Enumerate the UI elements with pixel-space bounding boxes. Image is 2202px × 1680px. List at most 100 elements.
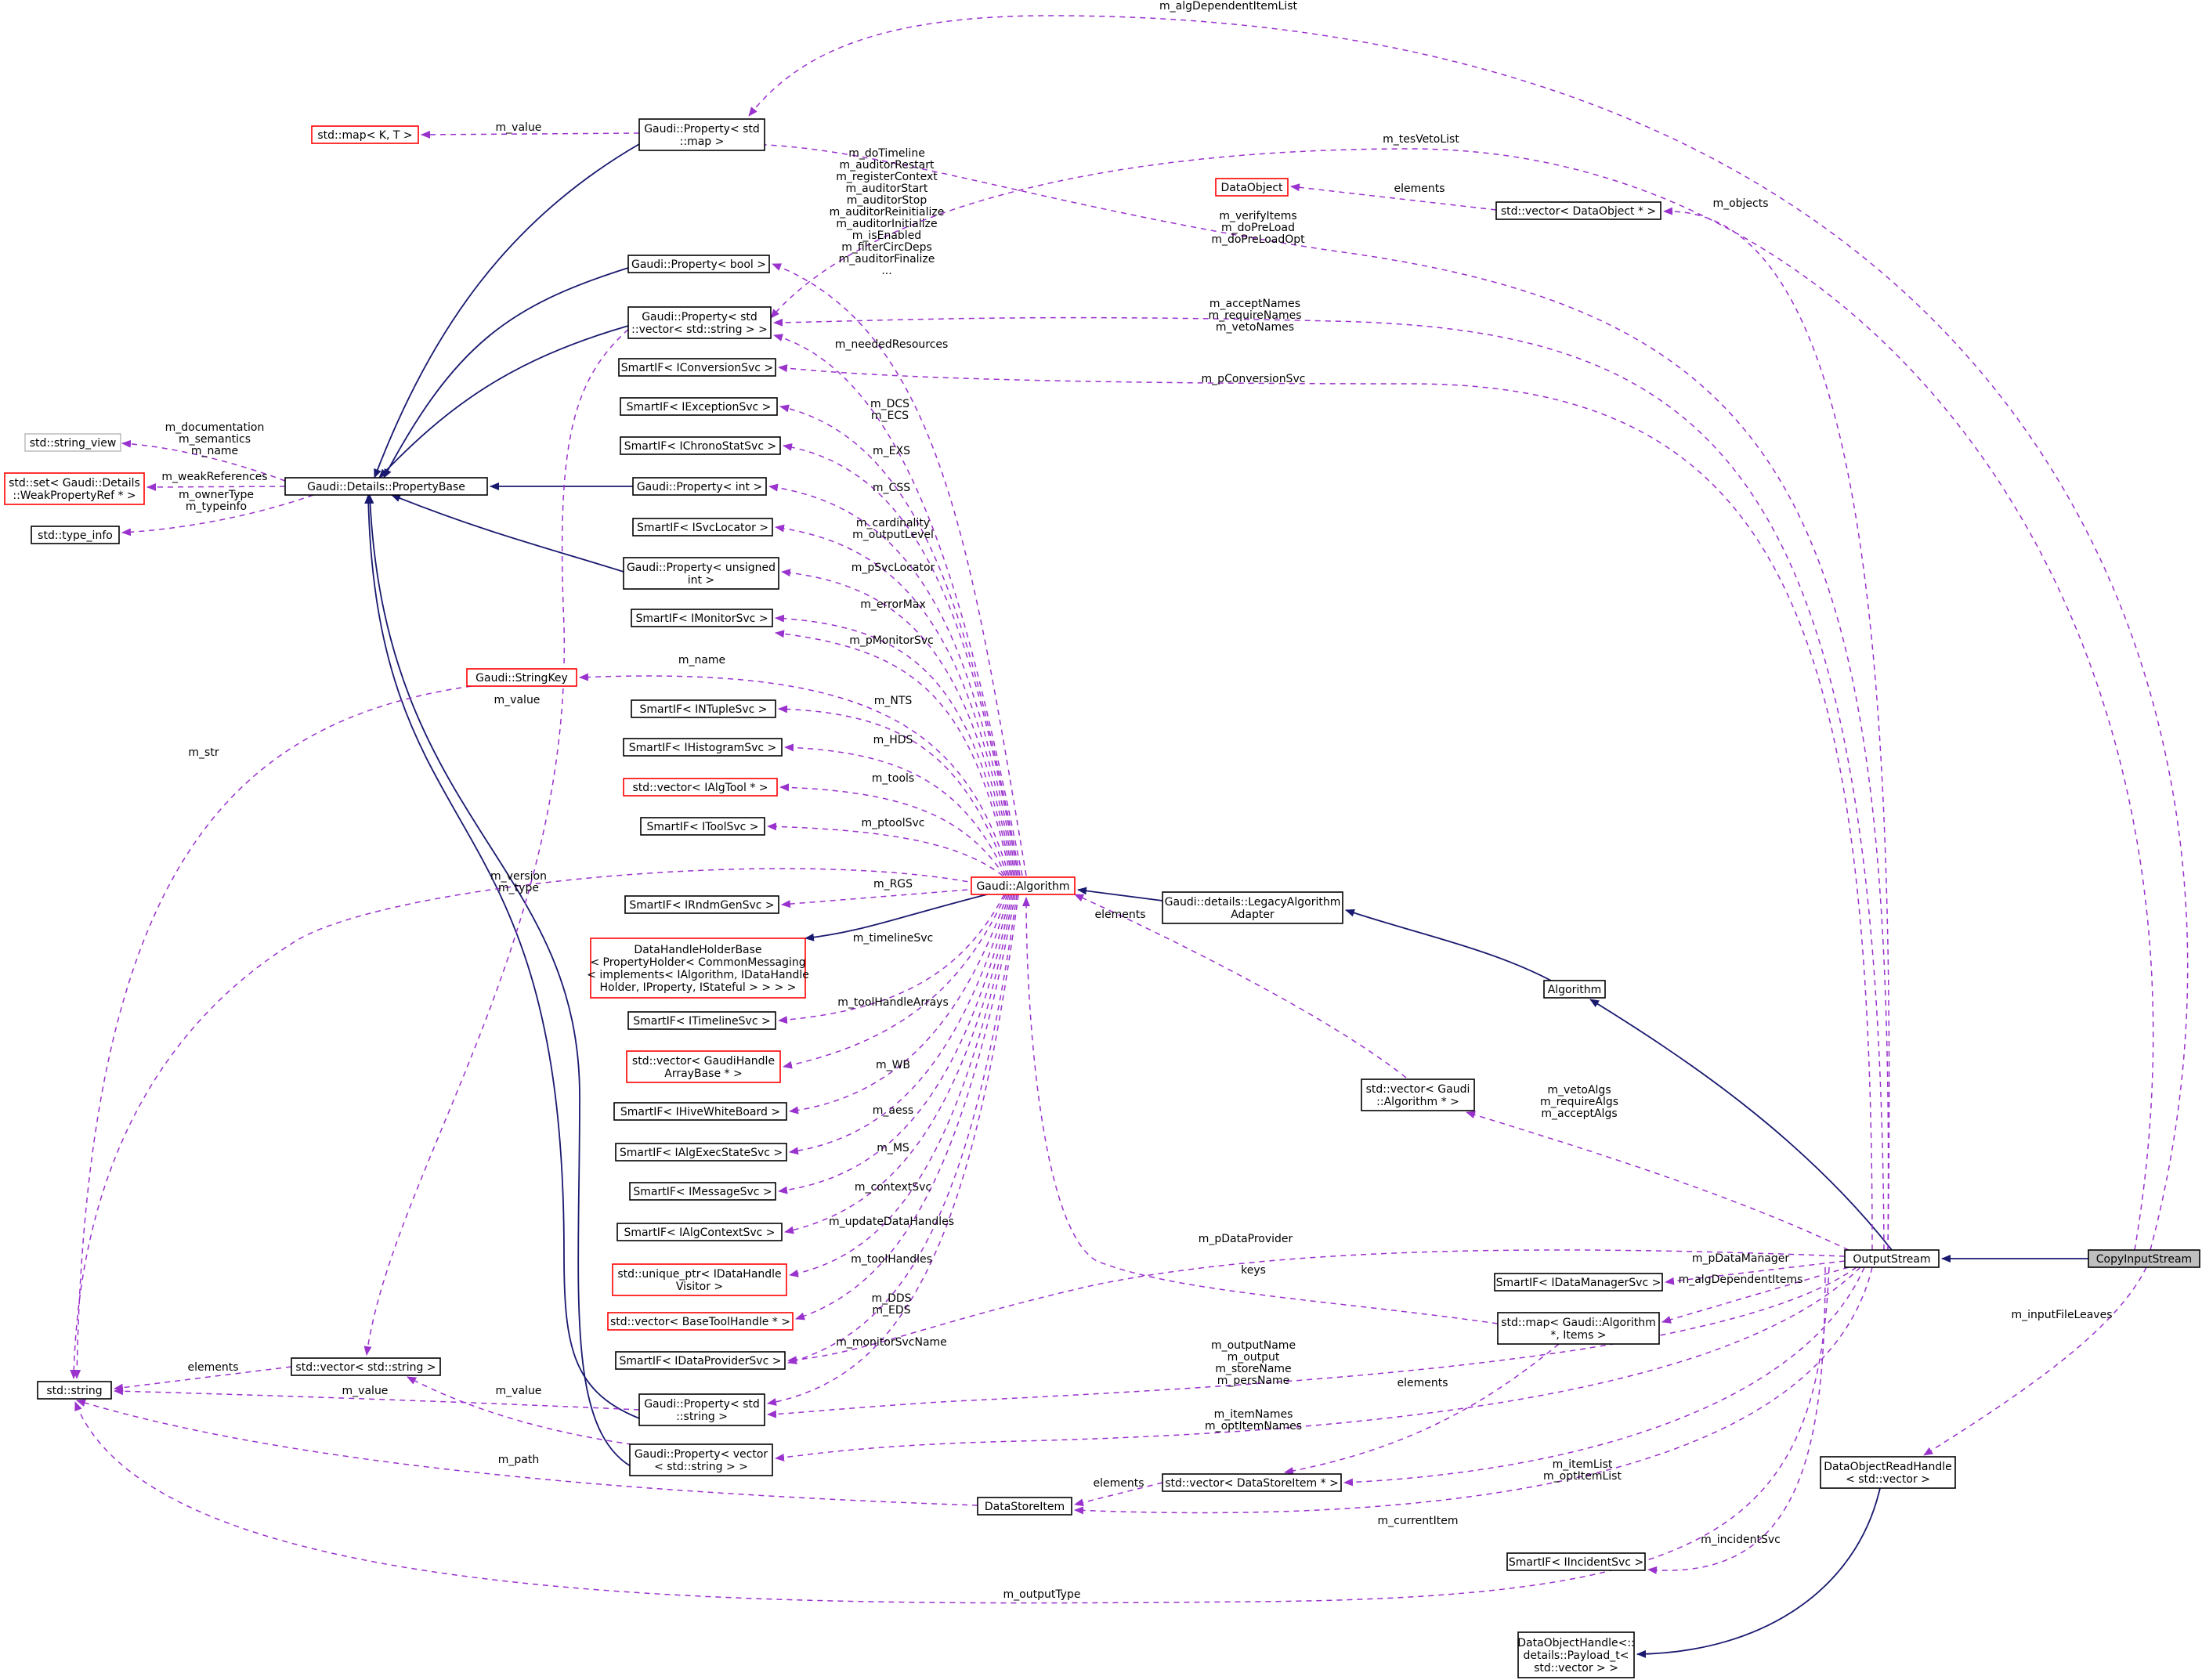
edge-label-neededResources: m_neededResources: [835, 338, 949, 351]
class-node-std-map-kt[interactable]: std::map< K, T >: [311, 125, 419, 144]
class-node-label: std::string: [46, 1385, 102, 1397]
class-node-algorithm[interactable]: Algorithm: [1543, 980, 1606, 999]
class-node-box: [1497, 1312, 1660, 1345]
usage-edge-updateDataHandles: [789, 894, 1014, 1277]
class-node-smart-ifconversion-svc[interactable]: SmartIF< IConversionSvc >: [618, 358, 776, 377]
class-node-vec-alg-tool[interactable]: std::vector< IAlgTool * >: [623, 778, 778, 797]
class-node-type-info[interactable]: std::type_info: [31, 526, 120, 544]
usage-edge-ownerType: [121, 494, 314, 537]
edge-label-currentItem: m_currentItem: [1377, 1515, 1458, 1527]
class-node-copy-input-stream[interactable]: CopyInputStream: [2088, 1249, 2200, 1268]
class-node-label: Gaudi::Algorithm: [976, 880, 1069, 893]
class-node-smart-iftimeline-svc[interactable]: SmartIF< ITimelineSvc >: [627, 1011, 776, 1030]
usage-edge-currentItem: [1074, 1266, 1873, 1515]
usage-edge-weakReferences: [146, 482, 286, 491]
class-node-property-base[interactable]: Gaudi::Details::PropertyBase: [284, 477, 488, 496]
class-node-smart-ifhistogram-svc[interactable]: SmartIF< IHistogramSvc >: [623, 738, 783, 757]
class-node-label: Gaudi::StringKey: [475, 672, 568, 685]
class-node-property-vector-string[interactable]: Gaudi::Property< vector< std::string > >: [629, 1443, 773, 1476]
class-node-smart-ifalg-context-svc[interactable]: SmartIF< IAlgContextSvc >: [616, 1223, 783, 1241]
class-node-smart-ifdata-manager-svc[interactable]: SmartIF< IDataManagerSvc >: [1494, 1273, 1663, 1292]
class-node-smart-ifmessage-svc[interactable]: SmartIF< IMessageSvc >: [629, 1182, 776, 1201]
class-node-box: [1543, 980, 1606, 999]
class-node-data-object-read-handle[interactable]: DataObjectReadHandle< std::vector >: [1820, 1456, 1956, 1489]
class-node-string-view[interactable]: std::string_view: [24, 433, 121, 452]
class-node-box: [627, 255, 770, 273]
class-node-vec-data-object[interactable]: std::vector< DataObject * >: [1495, 201, 1661, 220]
edge-label-contextSvc: m_contextSvc: [855, 1181, 931, 1194]
class-node-std-string[interactable]: std::string: [37, 1381, 112, 1400]
class-node-string-key[interactable]: Gaudi::StringKey: [466, 668, 577, 687]
class-node-smart-ifdata-provider-svc[interactable]: SmartIF< IDataProviderSvc >: [615, 1351, 786, 1370]
class-node-property-vec-string[interactable]: Gaudi::Property< std::vector< std::strin…: [627, 306, 772, 339]
class-node-label: DataObjectHandle<::details::Payload_t<st…: [1517, 1637, 1635, 1675]
class-node-box: [613, 1102, 787, 1121]
class-node-data-handle-holder-base[interactable]: DataHandleHolderBase< PropertyHolder< Co…: [587, 938, 809, 999]
class-node-vec-gaudi-algorithm[interactable]: std::vector< Gaudi::Algorithm * >: [1361, 1078, 1475, 1111]
class-node-vec-data-store-item[interactable]: std::vector< DataStoreItem * >: [1162, 1473, 1342, 1492]
class-node-label: std::vector< IAlgTool * >: [633, 782, 768, 794]
usage-edge-toolHandleArrays: [783, 894, 1007, 1069]
class-node-label: SmartIF< IRndmGenSvc >: [629, 899, 774, 912]
class-node-property-map[interactable]: Gaudi::Property< std::map >: [638, 118, 765, 151]
class-node-property-string[interactable]: Gaudi::Property< std::string >: [638, 1393, 765, 1426]
class-node-box: [311, 125, 419, 144]
usage-edge-keys: [1022, 897, 1499, 1324]
class-node-map-algorithm-items[interactable]: std::map< Gaudi::Algorithm*, Items >: [1497, 1312, 1660, 1345]
class-node-smart-ifntuple-svc[interactable]: SmartIF< INTupleSvc >: [631, 699, 776, 718]
usage-edge-rgs: [781, 888, 978, 909]
class-node-smart-ifsvc-locator[interactable]: SmartIF< ISvcLocator >: [632, 518, 773, 537]
usage-edge-propVectorValue: [407, 1376, 643, 1447]
class-node-smart-ifincident-svc[interactable]: SmartIF< IIncidentSvc >: [1506, 1552, 1646, 1571]
class-node-gaudi-algorithm[interactable]: Gaudi::Algorithm: [971, 876, 1076, 895]
class-node-smart-ifchrono-stat-svc[interactable]: SmartIF< IChronoStatSvc >: [620, 436, 781, 455]
edge-label-errorMax: m_errorMax: [860, 598, 925, 611]
usage-edge-dcs: [779, 404, 1021, 876]
class-node-box: [590, 938, 806, 999]
class-node-set-weak-property-ref[interactable]: std::set< Gaudi::Details::WeakPropertyRe…: [4, 472, 145, 505]
class-node-output-stream[interactable]: OutputStream: [1844, 1249, 1940, 1268]
usage-edge-cardinality: [775, 524, 1016, 876]
class-node-property-bool[interactable]: Gaudi::Property< bool >: [627, 255, 770, 273]
class-node-box: [627, 1011, 776, 1030]
class-node-label: SmartIF< IExceptionSvc >: [627, 401, 772, 414]
edge-label-propVectorValue: m_value: [496, 1385, 542, 1397]
class-node-smart-ifexception-svc[interactable]: SmartIF< IExceptionSvc >: [620, 397, 778, 416]
edge-label-ptoolSvc: m_ptoolSvc: [862, 817, 925, 829]
class-node-smart-ifhive-white-board[interactable]: SmartIF< IHiveWhiteBoard >: [613, 1102, 787, 1121]
class-node-label: SmartIF< IChronoStatSvc >: [624, 440, 776, 453]
class-node-smart-ifrndm-gen-svc[interactable]: SmartIF< IRndmGenSvc >: [624, 895, 779, 914]
class-node-box: [607, 1312, 794, 1331]
class-node-box: [284, 477, 488, 496]
class-node-data-object-handle-payload[interactable]: DataObjectHandle<::details::Payload_t<st…: [1517, 1631, 1635, 1678]
class-node-label: std::vector< std::string >: [295, 1361, 436, 1374]
class-node-data-object[interactable]: DataObject: [1215, 178, 1289, 197]
edge-label-vecStringValue: m_value: [494, 694, 541, 706]
class-node-property-int[interactable]: Gaudi::Property< int >: [632, 477, 767, 496]
class-node-vec-base-tool-handle[interactable]: std::vector< BaseToolHandle * >: [607, 1312, 794, 1331]
class-node-smart-iftool-svc[interactable]: SmartIF< IToolSvc >: [640, 817, 765, 836]
class-node-box: [1820, 1456, 1956, 1489]
usage-edge-algElements: [1074, 894, 1407, 1078]
usage-edge-ptoolSvc: [767, 822, 1003, 876]
usage-edge-itemNames: [775, 1266, 1861, 1461]
class-node-label: std::map< K, T >: [317, 129, 412, 142]
class-node-label: DataObjectReadHandle< std::vector >: [1824, 1461, 1952, 1486]
class-node-smart-ifmonitor-svc[interactable]: SmartIF< IMonitorSvc >: [631, 609, 773, 627]
class-node-label: std::vector< DataStoreItem * >: [1165, 1477, 1339, 1490]
class-node-smart-ifalg-exec-state-svc[interactable]: SmartIF< IAlgExecStateSvc >: [615, 1143, 787, 1162]
class-node-data-store-item[interactable]: DataStoreItem: [977, 1497, 1072, 1516]
class-node-label: Gaudi::Property< vector< std::string > >: [635, 1448, 768, 1473]
class-node-box: [616, 1223, 783, 1241]
edge-label-keys: keys: [1241, 1264, 1266, 1277]
usage-edge-vecStringValue: [363, 322, 637, 1356]
class-node-vec-std-string[interactable]: std::vector< std::string >: [291, 1357, 441, 1376]
usage-edge-str: [73, 685, 472, 1379]
edge-label-monitorSvcName: m_monitorSvcName: [836, 1336, 947, 1349]
